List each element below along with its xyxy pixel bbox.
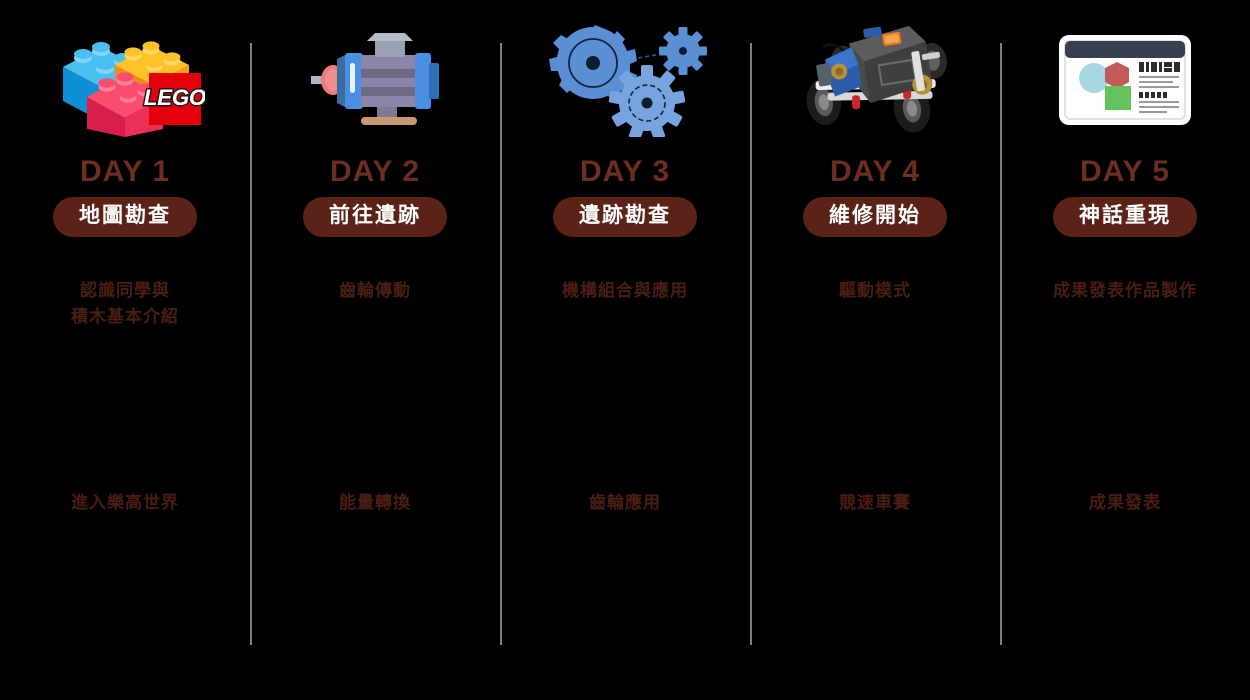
day-1-icon-area: LEGO LEGO [0,0,250,155]
day-4-topic-primary: 驅動模式 [839,281,911,300]
lego-buggy-car-icon [785,18,965,143]
gears-icon [535,24,715,137]
day-3-icon-area [500,0,750,155]
day-2-topic-primary: 齒輪傳動 [339,281,411,300]
day-5-topic-primary: 成果發表作品製作 [1053,281,1197,300]
presentation-board-icon [1055,31,1195,131]
day-3-label: DAY 3 [579,155,671,188]
column-divider-4 [1000,43,1002,645]
day-column-4: DAY 4 維修開始 驅動模式 競速車賽 [750,0,1000,700]
day-4-topic-secondary: 競速車賽 [839,493,911,512]
day-column-1: LEGO LEGO DAY 1 地圖勘查 認識同學與 積木基本介紹 進入樂高世界 [0,0,250,700]
day-4-pill[interactable]: 維修開始 [803,197,947,238]
column-divider-3 [750,43,752,645]
day-4-icon-area [750,0,1000,155]
day-2-pill[interactable]: 前往遺跡 [303,197,447,238]
electric-motor-icon [305,31,445,131]
day-3-topic-secondary: 齒輪應用 [589,493,661,512]
day-2-icon-area [250,0,500,155]
svg-text:LEGO: LEGO [144,85,205,110]
day-1-label: DAY 1 [79,155,171,188]
column-divider-1 [250,43,252,645]
day-5-icon-area [1000,0,1250,155]
day-3-pill[interactable]: 遺跡勘查 [553,197,697,238]
day-3-topic-primary: 機構組合與應用 [562,281,688,300]
day-2-label: DAY 2 [329,155,421,188]
day-column-2: DAY 2 前往遺跡 齒輪傳動 能量轉換 [250,0,500,700]
day-1-topic-primary: 認識同學與 積木基本介紹 [71,281,179,326]
day-5-topic-secondary: 成果發表 [1089,493,1161,512]
day-2-topic-secondary: 能量轉換 [339,493,411,512]
column-divider-2 [500,43,502,645]
day-column-5: DAY 5 神話重現 成果發表作品製作 成果發表 [1000,0,1250,700]
day-5-pill[interactable]: 神話重現 [1053,197,1197,238]
day-column-3: DAY 3 遺跡勘查 機構組合與應用 齒輪應用 [500,0,750,700]
day-5-label: DAY 5 [1079,155,1171,188]
svg-text:LEGO: LEGO [144,85,205,110]
day-1-topic-secondary: 進入樂高世界 [71,493,179,512]
lego-bricks-icon: LEGO LEGO [45,25,205,137]
day-4-label: DAY 4 [829,155,921,188]
day-1-pill[interactable]: 地圖勘查 [53,197,197,238]
